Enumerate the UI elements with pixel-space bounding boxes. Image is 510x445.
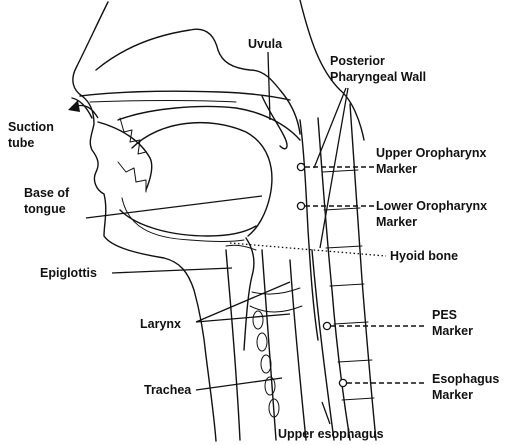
lower-oropharynx-marker-circle xyxy=(297,202,304,209)
posterior-wall-label: Posterior Pharyngeal Wall xyxy=(330,54,426,84)
leader-lines xyxy=(68,52,426,424)
esophagus-marker-label: Esophagus Marker xyxy=(432,372,503,402)
esophagus-front xyxy=(290,260,306,440)
pes-marker-label: PES Marker xyxy=(432,308,473,338)
teeth xyxy=(120,118,146,154)
upper-esophagus-label: Upper esophagus xyxy=(278,427,384,441)
larynx-leader-1 xyxy=(196,282,290,322)
hyoid-bone-label: Hyoid bone xyxy=(390,249,458,263)
labels: Suction tube Uvula Posterior Pharyngeal … xyxy=(8,37,503,441)
base-of-tongue-label: Base of tongue xyxy=(24,186,73,216)
suction-tube-label: Suction tube xyxy=(8,120,57,150)
tracheal-rings xyxy=(253,311,279,417)
suction-arrowhead xyxy=(68,100,80,112)
upper-oropharynx-label: Upper Oropharynx Marker xyxy=(376,146,490,176)
jaw-floor xyxy=(120,210,256,236)
suction-tube-body xyxy=(98,122,152,190)
nasal-passage xyxy=(80,91,290,100)
vertebrae xyxy=(322,170,374,400)
face-profile xyxy=(73,2,216,441)
esophagus-marker-circle xyxy=(339,379,346,386)
trachea-label: Trachea xyxy=(144,383,192,397)
posterior-leader-2 xyxy=(320,88,348,248)
airway-front xyxy=(226,250,240,440)
lower-teeth xyxy=(118,162,146,192)
uvula-label: Uvula xyxy=(248,37,283,51)
upper-oropharynx-marker-circle xyxy=(297,163,304,170)
larynx-leader-2 xyxy=(196,314,290,322)
epiglottis-shape xyxy=(244,238,254,350)
nasal-floor xyxy=(90,101,236,103)
epiglottis-label: Epiglottis xyxy=(40,266,97,280)
markers xyxy=(297,163,346,386)
uvula-shape xyxy=(262,96,287,149)
lower-oropharynx-label: Lower Oropharynx Marker xyxy=(376,199,491,229)
pes-marker-circle xyxy=(323,322,330,329)
tongue xyxy=(132,123,272,236)
pharyngeal-wall xyxy=(300,120,318,340)
spine-back xyxy=(350,104,376,440)
epiglottis-leader xyxy=(112,268,232,273)
larynx-label: Larynx xyxy=(140,317,181,331)
base-tongue-leader xyxy=(86,196,262,218)
